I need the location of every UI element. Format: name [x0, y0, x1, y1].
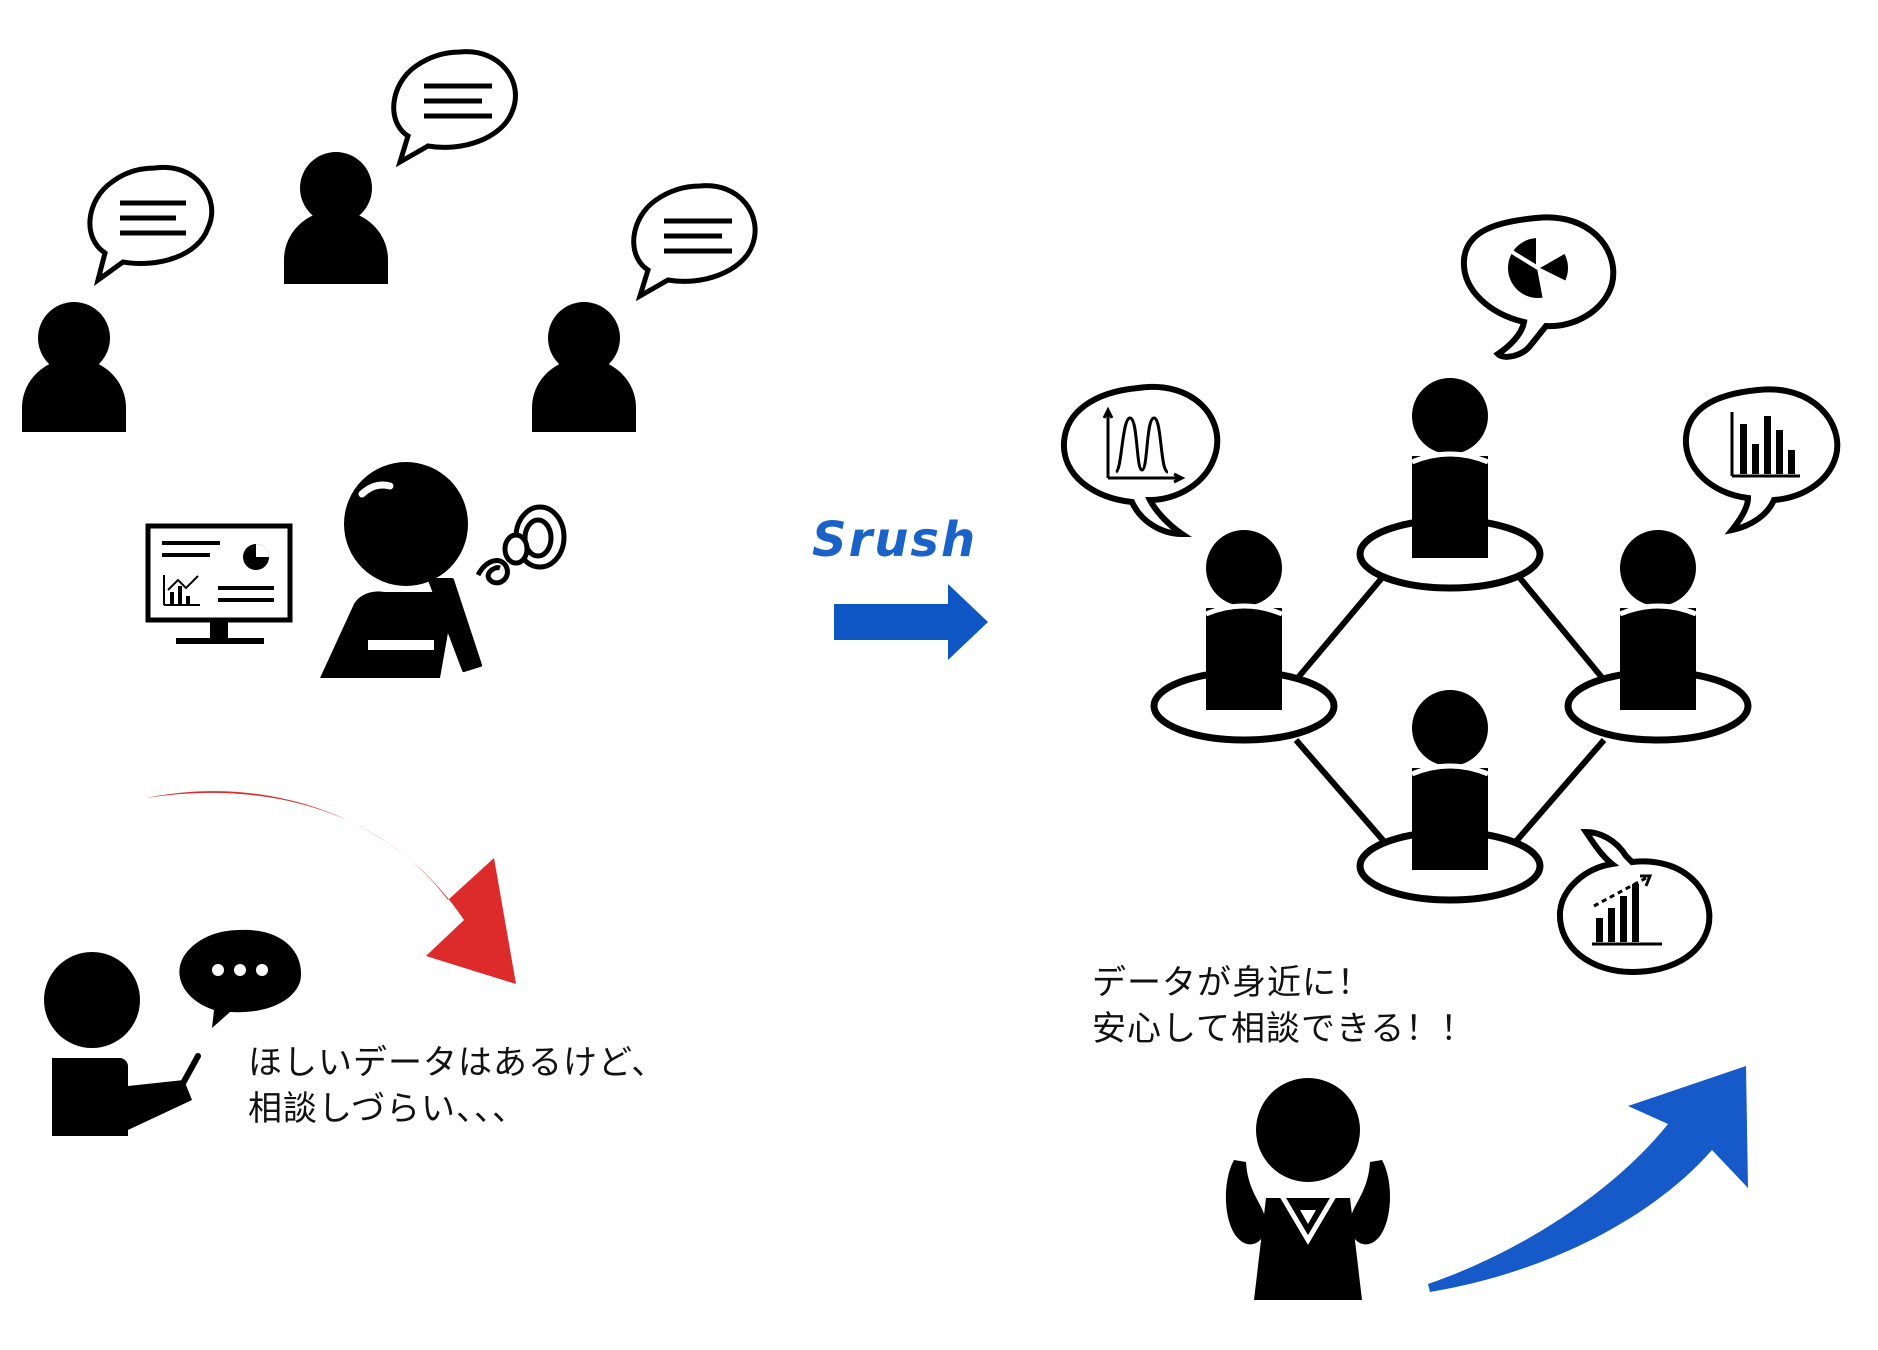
thinking-person-icon [320, 462, 564, 678]
transition-arrow-icon [834, 584, 988, 660]
person-icon [22, 302, 126, 432]
after-caption: データが身近に！ 安心して相談できる！！ [1092, 960, 1475, 1052]
before-caption-line: 相談しづらい、、、 [248, 1086, 666, 1132]
blue-up-arrow-icon [1428, 1066, 1748, 1292]
network-person-icon [1360, 690, 1540, 900]
speech-bubble-icon [394, 52, 516, 162]
monitor-dashboard-icon [148, 526, 290, 644]
presenter-icon [44, 952, 198, 1136]
person-icon [284, 152, 388, 284]
network-person-icon [1154, 530, 1334, 740]
ellipsis-bubble-icon [179, 930, 301, 1028]
network-person-icon [1568, 530, 1748, 740]
network-person-icon [1360, 378, 1540, 588]
brand-logo: Srush [812, 512, 977, 568]
bar-chart-icon [1686, 389, 1837, 530]
bell-curve-chart-icon [1064, 387, 1217, 534]
happy-person-icon [1226, 1078, 1390, 1300]
speech-bubble-icon [90, 167, 212, 280]
after-caption-line: 安心して相談できる！！ [1092, 1006, 1475, 1052]
before-caption: ほしいデータはあるけど、 相談しづらい、、、 [248, 1040, 666, 1132]
pie-chart-icon [1464, 217, 1613, 356]
after-caption-line: データが身近に！ [1092, 960, 1475, 1006]
person-icon [532, 302, 636, 432]
before-caption-line: ほしいデータはあるけど、 [248, 1040, 666, 1086]
speech-bubble-icon [634, 186, 755, 296]
growth-chart-icon [1560, 832, 1709, 972]
